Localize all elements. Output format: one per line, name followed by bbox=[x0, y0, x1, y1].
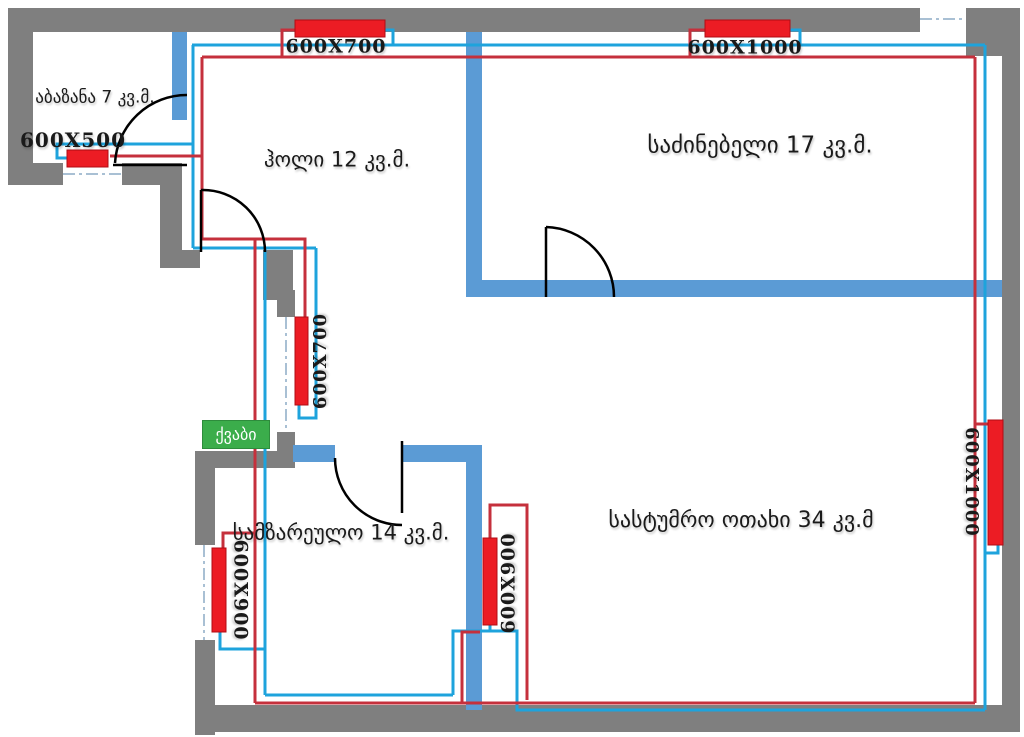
bedroom-door-arc bbox=[545, 225, 616, 298]
pipe-blue-kitchen-west-radiator bbox=[218, 632, 265, 651]
bedroom-room-label: საძინებელი 17 კვ.მ. bbox=[647, 132, 873, 159]
wall-kitchen-left-lower bbox=[195, 640, 215, 735]
doors bbox=[113, 93, 616, 527]
kitchen-east-radiator-size-label: 600X900 bbox=[497, 532, 520, 634]
partition-kitchen-top-b bbox=[403, 445, 482, 462]
pipe-red-kitchen-east-radiator-loop bbox=[488, 503, 529, 700]
pipe-blue-living-bottom bbox=[451, 629, 985, 712]
hall-door-arc bbox=[200, 188, 267, 253]
wall-hall-window-stub-top bbox=[277, 290, 295, 317]
bathroom-room-label: აბაზანა 7 კვ.მ. bbox=[35, 87, 155, 108]
kitchen-west-radiator bbox=[211, 547, 227, 633]
gray-walls bbox=[8, 8, 1020, 735]
pipe-blue-hall-top-radiator bbox=[385, 28, 395, 45]
hall-top-radiator bbox=[294, 19, 386, 38]
kitchen-west-radiator-size-label: 600X900 bbox=[229, 539, 252, 641]
wall-bathroom-bottom-left bbox=[8, 163, 63, 185]
kitchen-door-arc bbox=[333, 457, 403, 527]
hall-middle-radiator-size-label: 600X700 bbox=[310, 312, 331, 410]
pipe-blue-living-radiator-bracket bbox=[985, 545, 1000, 555]
living-room-radiator bbox=[987, 419, 1004, 546]
blue-partition-walls bbox=[172, 32, 1002, 710]
partition-bedroom-living bbox=[466, 280, 1002, 297]
pipe-red-kitchen-west-radiator bbox=[221, 531, 255, 548]
hall-top-radiator-size-label: 600X700 bbox=[285, 35, 387, 58]
bedroom-radiator-size-label: 600X1000 bbox=[687, 36, 803, 59]
partition-hall-bedroom bbox=[466, 32, 482, 297]
wall-kitchen-top-gray bbox=[195, 451, 293, 468]
living-room-radiator-size-label: 600X1000 bbox=[961, 427, 982, 537]
hall-middle-radiator bbox=[294, 316, 309, 406]
wall-hall-step-a-foot bbox=[160, 250, 200, 268]
pipe-red-hall-top-radiator bbox=[280, 28, 295, 57]
partition-kitchen-top-a bbox=[293, 445, 335, 462]
living-room-label: სასტუმრო ოთახი 34 კვ.მ bbox=[608, 508, 874, 533]
pipe-red-kitchen-east-crossing bbox=[460, 630, 480, 703]
return-pipes-blue bbox=[55, 28, 1000, 712]
bathroom-door-arc bbox=[113, 93, 188, 164]
wall-kitchen-left-upper bbox=[195, 451, 215, 545]
wall-hall-step-a bbox=[160, 163, 182, 268]
supply-pipes-red bbox=[110, 28, 990, 705]
pipe-blue-hall-radiator-drop bbox=[297, 248, 318, 420]
boiler-label: ქვაბი bbox=[215, 425, 257, 444]
pipe-blue-bathroom-branch bbox=[55, 142, 193, 160]
boiler-label-box: ქვაბი bbox=[202, 420, 270, 449]
kitchen-room-label: სამზარეულო 14 კვ.მ. bbox=[232, 520, 450, 545]
wall-left-bathroom bbox=[8, 8, 33, 185]
bedroom-radiator bbox=[704, 19, 791, 38]
windows bbox=[63, 18, 966, 640]
bathroom-radiator-size-label: 600X500 bbox=[19, 128, 127, 152]
hall-room-label: ჰოლი 12 კვ.მ. bbox=[263, 147, 411, 172]
kitchen-east-radiator bbox=[482, 537, 498, 626]
pipe-blue-bedroom-radiator bbox=[790, 28, 802, 45]
wall-right bbox=[1002, 8, 1020, 732]
radiators bbox=[66, 19, 1004, 633]
pipe-red-hall-run bbox=[202, 237, 307, 317]
pipe-red-bedroom-radiator bbox=[688, 28, 705, 57]
bathroom-radiator bbox=[66, 149, 109, 168]
partition-bathroom-east bbox=[172, 32, 187, 120]
partition-kitchen-living bbox=[466, 445, 482, 710]
